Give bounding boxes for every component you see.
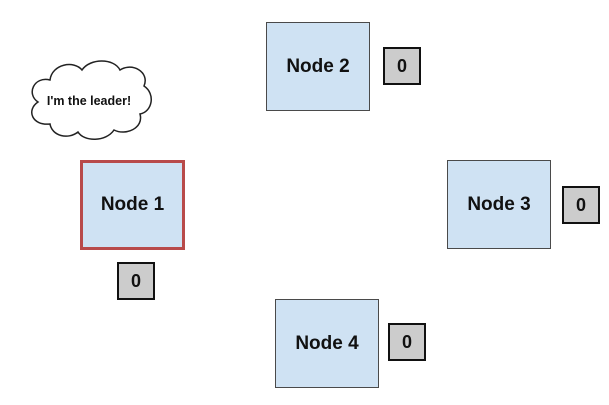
node-3-box: Node 3 <box>447 160 551 249</box>
node-2-counter: 0 <box>383 47 421 85</box>
node-3-counter-value: 0 <box>575 194 586 215</box>
node-1-counter-value: 0 <box>130 270 141 291</box>
node-4-counter-value: 0 <box>401 331 412 352</box>
node-2-label: Node 2 <box>286 55 350 77</box>
node-4-counter: 0 <box>388 323 426 361</box>
node-2-counter-value: 0 <box>396 55 407 76</box>
node-2-box: Node 2 <box>266 22 370 111</box>
node-1-label: Node 1 <box>100 194 165 215</box>
node-1-box: Node 1 <box>80 160 185 250</box>
node-1-counter: 0 <box>117 262 155 300</box>
leader-speech-cloud: I'm the leader! <box>22 56 156 146</box>
cloud-shape <box>31 60 152 140</box>
node-4-label: Node 4 <box>295 332 359 354</box>
node-4-box: Node 4 <box>275 299 379 388</box>
node-3-counter: 0 <box>562 186 600 224</box>
node-3-label: Node 3 <box>467 193 531 215</box>
speech-text: I'm the leader! <box>46 94 132 108</box>
